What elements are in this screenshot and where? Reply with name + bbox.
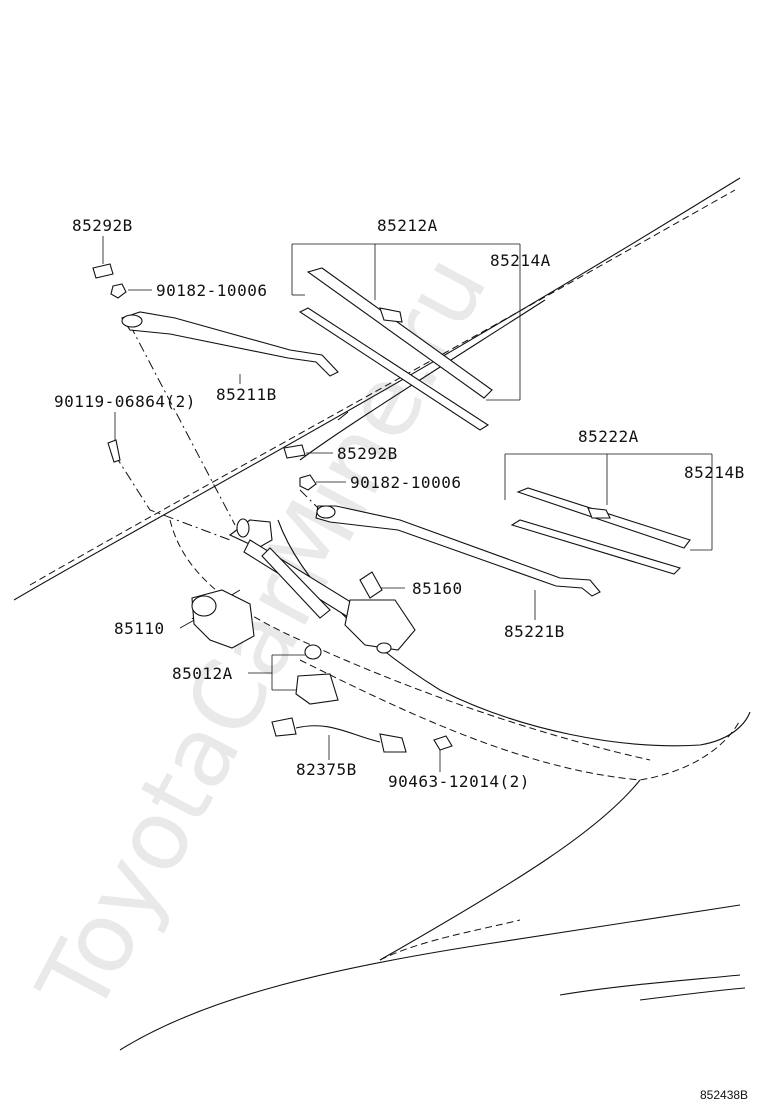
label-85214a[interactable]: 85214A: [490, 251, 551, 270]
linkage-85160: [228, 518, 416, 654]
motor-85110: [191, 589, 255, 649]
leader-lines: [102, 236, 713, 772]
label-90463[interactable]: 90463-12014(2): [388, 772, 530, 791]
label-85292b-top[interactable]: 85292B: [72, 216, 133, 235]
diagram-reference-code: 852438B: [700, 1088, 748, 1102]
bracket-85012a: [295, 644, 339, 705]
vehicle-body-outline: [13, 177, 751, 1051]
label-85012a[interactable]: 85012A: [172, 664, 233, 683]
label-85221b[interactable]: 85221B: [504, 622, 565, 641]
label-85292b-mid[interactable]: 85292B: [337, 444, 398, 463]
clip-90463: [433, 735, 453, 751]
label-85222a[interactable]: 85222A: [578, 427, 639, 446]
label-90182-mid[interactable]: 90182-10006: [350, 473, 461, 492]
part-labels: 85292B 90182-10006 85212A 85214A 85211B …: [54, 216, 745, 791]
nut-90182-mid: [299, 474, 317, 491]
wiper-arm-85221b: [315, 505, 601, 597]
cap-85292b-top: [92, 263, 114, 279]
label-82375b[interactable]: 82375B: [296, 760, 357, 779]
wiper-blade-85222a: [510, 487, 691, 575]
label-90119[interactable]: 90119-06864(2): [54, 392, 196, 411]
label-85110[interactable]: 85110: [114, 619, 165, 638]
wiper-blade-85212a: [298, 267, 493, 431]
cap-85292b-mid: [283, 444, 306, 459]
wiper-arm-85211b: [121, 311, 339, 377]
bolt-90119: [107, 439, 121, 463]
label-85214b[interactable]: 85214B: [684, 463, 745, 482]
label-90182-top[interactable]: 90182-10006: [156, 281, 267, 300]
harness-82375b: [271, 717, 407, 753]
nut-90182-top: [110, 283, 127, 299]
label-85211b[interactable]: 85211B: [216, 385, 277, 404]
label-85212a[interactable]: 85212A: [377, 216, 438, 235]
label-85160[interactable]: 85160: [412, 579, 463, 598]
